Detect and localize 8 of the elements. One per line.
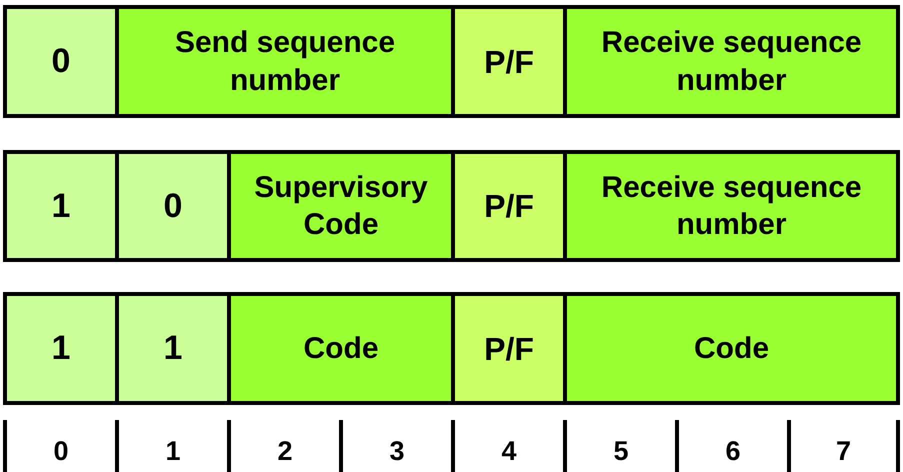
bit-number: 1 (164, 436, 182, 467)
bit-number: 3 (388, 436, 406, 467)
bit-number: 2 (276, 436, 294, 467)
bit-number: 4 (500, 436, 518, 467)
bit-number: 0 (52, 436, 70, 467)
bit-number: 6 (724, 436, 742, 467)
bit-number: 5 (612, 436, 630, 467)
bit-number: 7 (834, 436, 852, 467)
